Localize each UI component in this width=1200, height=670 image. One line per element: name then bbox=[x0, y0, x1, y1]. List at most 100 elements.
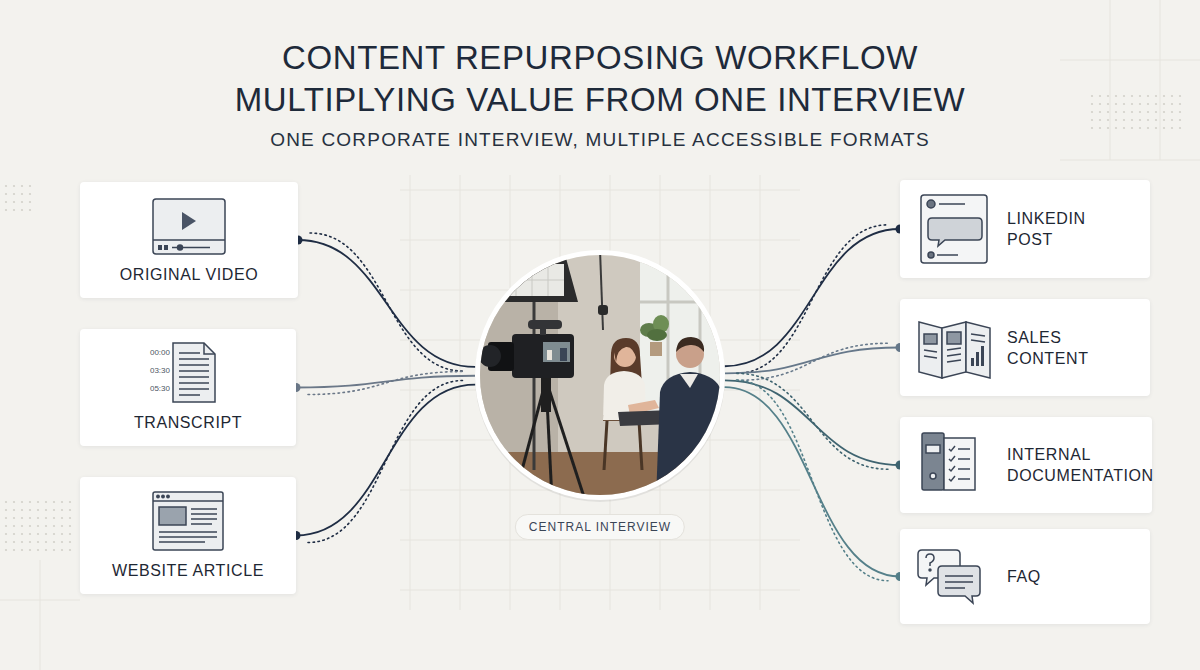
dot-pattern bbox=[45, 517, 47, 519]
interview-photo bbox=[516, 264, 517, 296]
dot-pattern bbox=[69, 509, 71, 511]
dot-pattern bbox=[1099, 95, 1101, 97]
interview-photo bbox=[656, 372, 724, 500]
dot-pattern bbox=[1147, 103, 1149, 105]
dot-pattern bbox=[29, 209, 31, 211]
grid-lines bbox=[1160, 0, 1161, 160]
dot-pattern bbox=[5, 541, 7, 543]
interview-photo bbox=[500, 280, 564, 281]
grid-lines bbox=[1110, 0, 1111, 160]
interview-photo bbox=[548, 264, 549, 296]
interview-photo bbox=[547, 350, 552, 360]
faq-icon bbox=[945, 581, 973, 583]
timestamp: 03:30 bbox=[140, 366, 170, 376]
binder-icon bbox=[949, 466, 955, 471]
dot-pattern bbox=[29, 201, 31, 203]
dot-pattern bbox=[1123, 119, 1125, 121]
dot-pattern bbox=[29, 501, 31, 503]
connector-dotted-line bbox=[310, 233, 463, 371]
dot-pattern bbox=[61, 533, 63, 535]
interview-photo bbox=[647, 329, 667, 341]
dot-pattern bbox=[37, 509, 39, 511]
video-icon bbox=[158, 245, 162, 250]
dot-pattern bbox=[1163, 95, 1165, 97]
post-icon bbox=[928, 218, 982, 246]
dot-pattern bbox=[1115, 127, 1117, 129]
dot-pattern bbox=[29, 509, 31, 511]
dot-pattern bbox=[1171, 111, 1173, 113]
interview-photo bbox=[640, 253, 722, 423]
dot-pattern bbox=[21, 193, 23, 195]
dot-pattern bbox=[13, 193, 15, 195]
dot-pattern bbox=[5, 549, 7, 551]
dot-pattern bbox=[5, 193, 7, 195]
dot-pattern bbox=[29, 517, 31, 519]
interview-photo bbox=[478, 250, 724, 500]
dot-pattern bbox=[53, 549, 55, 551]
dot-pattern bbox=[69, 533, 71, 535]
interview-photo bbox=[603, 371, 646, 420]
dot-pattern bbox=[1107, 119, 1109, 121]
dot-pattern bbox=[13, 209, 15, 211]
dot-pattern bbox=[53, 509, 55, 511]
dot-pattern bbox=[69, 501, 71, 503]
binder-icon bbox=[958, 448, 970, 450]
website-icon bbox=[159, 531, 217, 533]
node-label: ORIGINAL VIDEO bbox=[120, 265, 259, 285]
binder-icon bbox=[949, 456, 955, 461]
transcript-icon bbox=[179, 376, 209, 378]
dot-pattern bbox=[1179, 119, 1181, 121]
website-icon bbox=[153, 492, 223, 550]
transcript-icon bbox=[179, 394, 200, 396]
dot-pattern bbox=[21, 549, 23, 551]
connector-dotted-line bbox=[308, 372, 463, 395]
connector-dotted-line bbox=[308, 380, 463, 542]
grid-lines bbox=[1060, 60, 1200, 61]
dot-pattern bbox=[1171, 127, 1173, 129]
brochure-icon bbox=[919, 322, 942, 378]
dot-pattern bbox=[1171, 95, 1173, 97]
website-icon bbox=[191, 508, 217, 510]
dot-pattern bbox=[1099, 127, 1101, 129]
connector-line bbox=[725, 348, 900, 374]
grid-lines bbox=[40, 560, 41, 670]
interview-photo bbox=[541, 372, 551, 412]
dot-pattern bbox=[13, 549, 15, 551]
dot-pattern bbox=[45, 533, 47, 535]
timestamp: 00:00 bbox=[140, 348, 170, 358]
transcript-icon bbox=[173, 343, 215, 402]
website-icon bbox=[191, 523, 212, 525]
post-icon bbox=[921, 195, 987, 263]
dot-pattern bbox=[13, 509, 15, 511]
dot-pattern bbox=[29, 185, 31, 187]
node-label: TRANSCRIPT bbox=[134, 413, 242, 433]
binder-icon bbox=[958, 478, 970, 480]
dot-pattern bbox=[1099, 119, 1101, 121]
connector bbox=[724, 380, 904, 581]
dot-pattern bbox=[1123, 103, 1125, 105]
dot-pattern bbox=[13, 185, 15, 187]
dot-pattern bbox=[1115, 95, 1117, 97]
dot-pattern bbox=[1091, 103, 1093, 105]
dot-pattern bbox=[45, 501, 47, 503]
dot-pattern bbox=[53, 501, 55, 503]
grid-lines bbox=[400, 240, 800, 241]
node-label: SALES CONTENT bbox=[1007, 327, 1107, 369]
dot-pattern bbox=[1179, 127, 1181, 129]
dot-pattern bbox=[1155, 111, 1157, 113]
node-label: LINKEDIN POST bbox=[1007, 208, 1107, 250]
faq-icon bbox=[945, 575, 973, 577]
connector-line bbox=[725, 229, 900, 366]
circle-outline bbox=[475, 250, 725, 500]
node-caption-pill: CENTRAL INTERVIEW bbox=[515, 514, 685, 540]
interview-photo bbox=[478, 452, 722, 497]
dot-pattern bbox=[1107, 127, 1109, 129]
dot-pattern bbox=[1107, 111, 1109, 113]
dot-pattern bbox=[1147, 127, 1149, 129]
dot-pattern bbox=[5, 501, 7, 503]
dot-pattern bbox=[21, 209, 23, 211]
dot-pattern bbox=[1139, 127, 1141, 129]
dot-pattern bbox=[5, 209, 7, 211]
